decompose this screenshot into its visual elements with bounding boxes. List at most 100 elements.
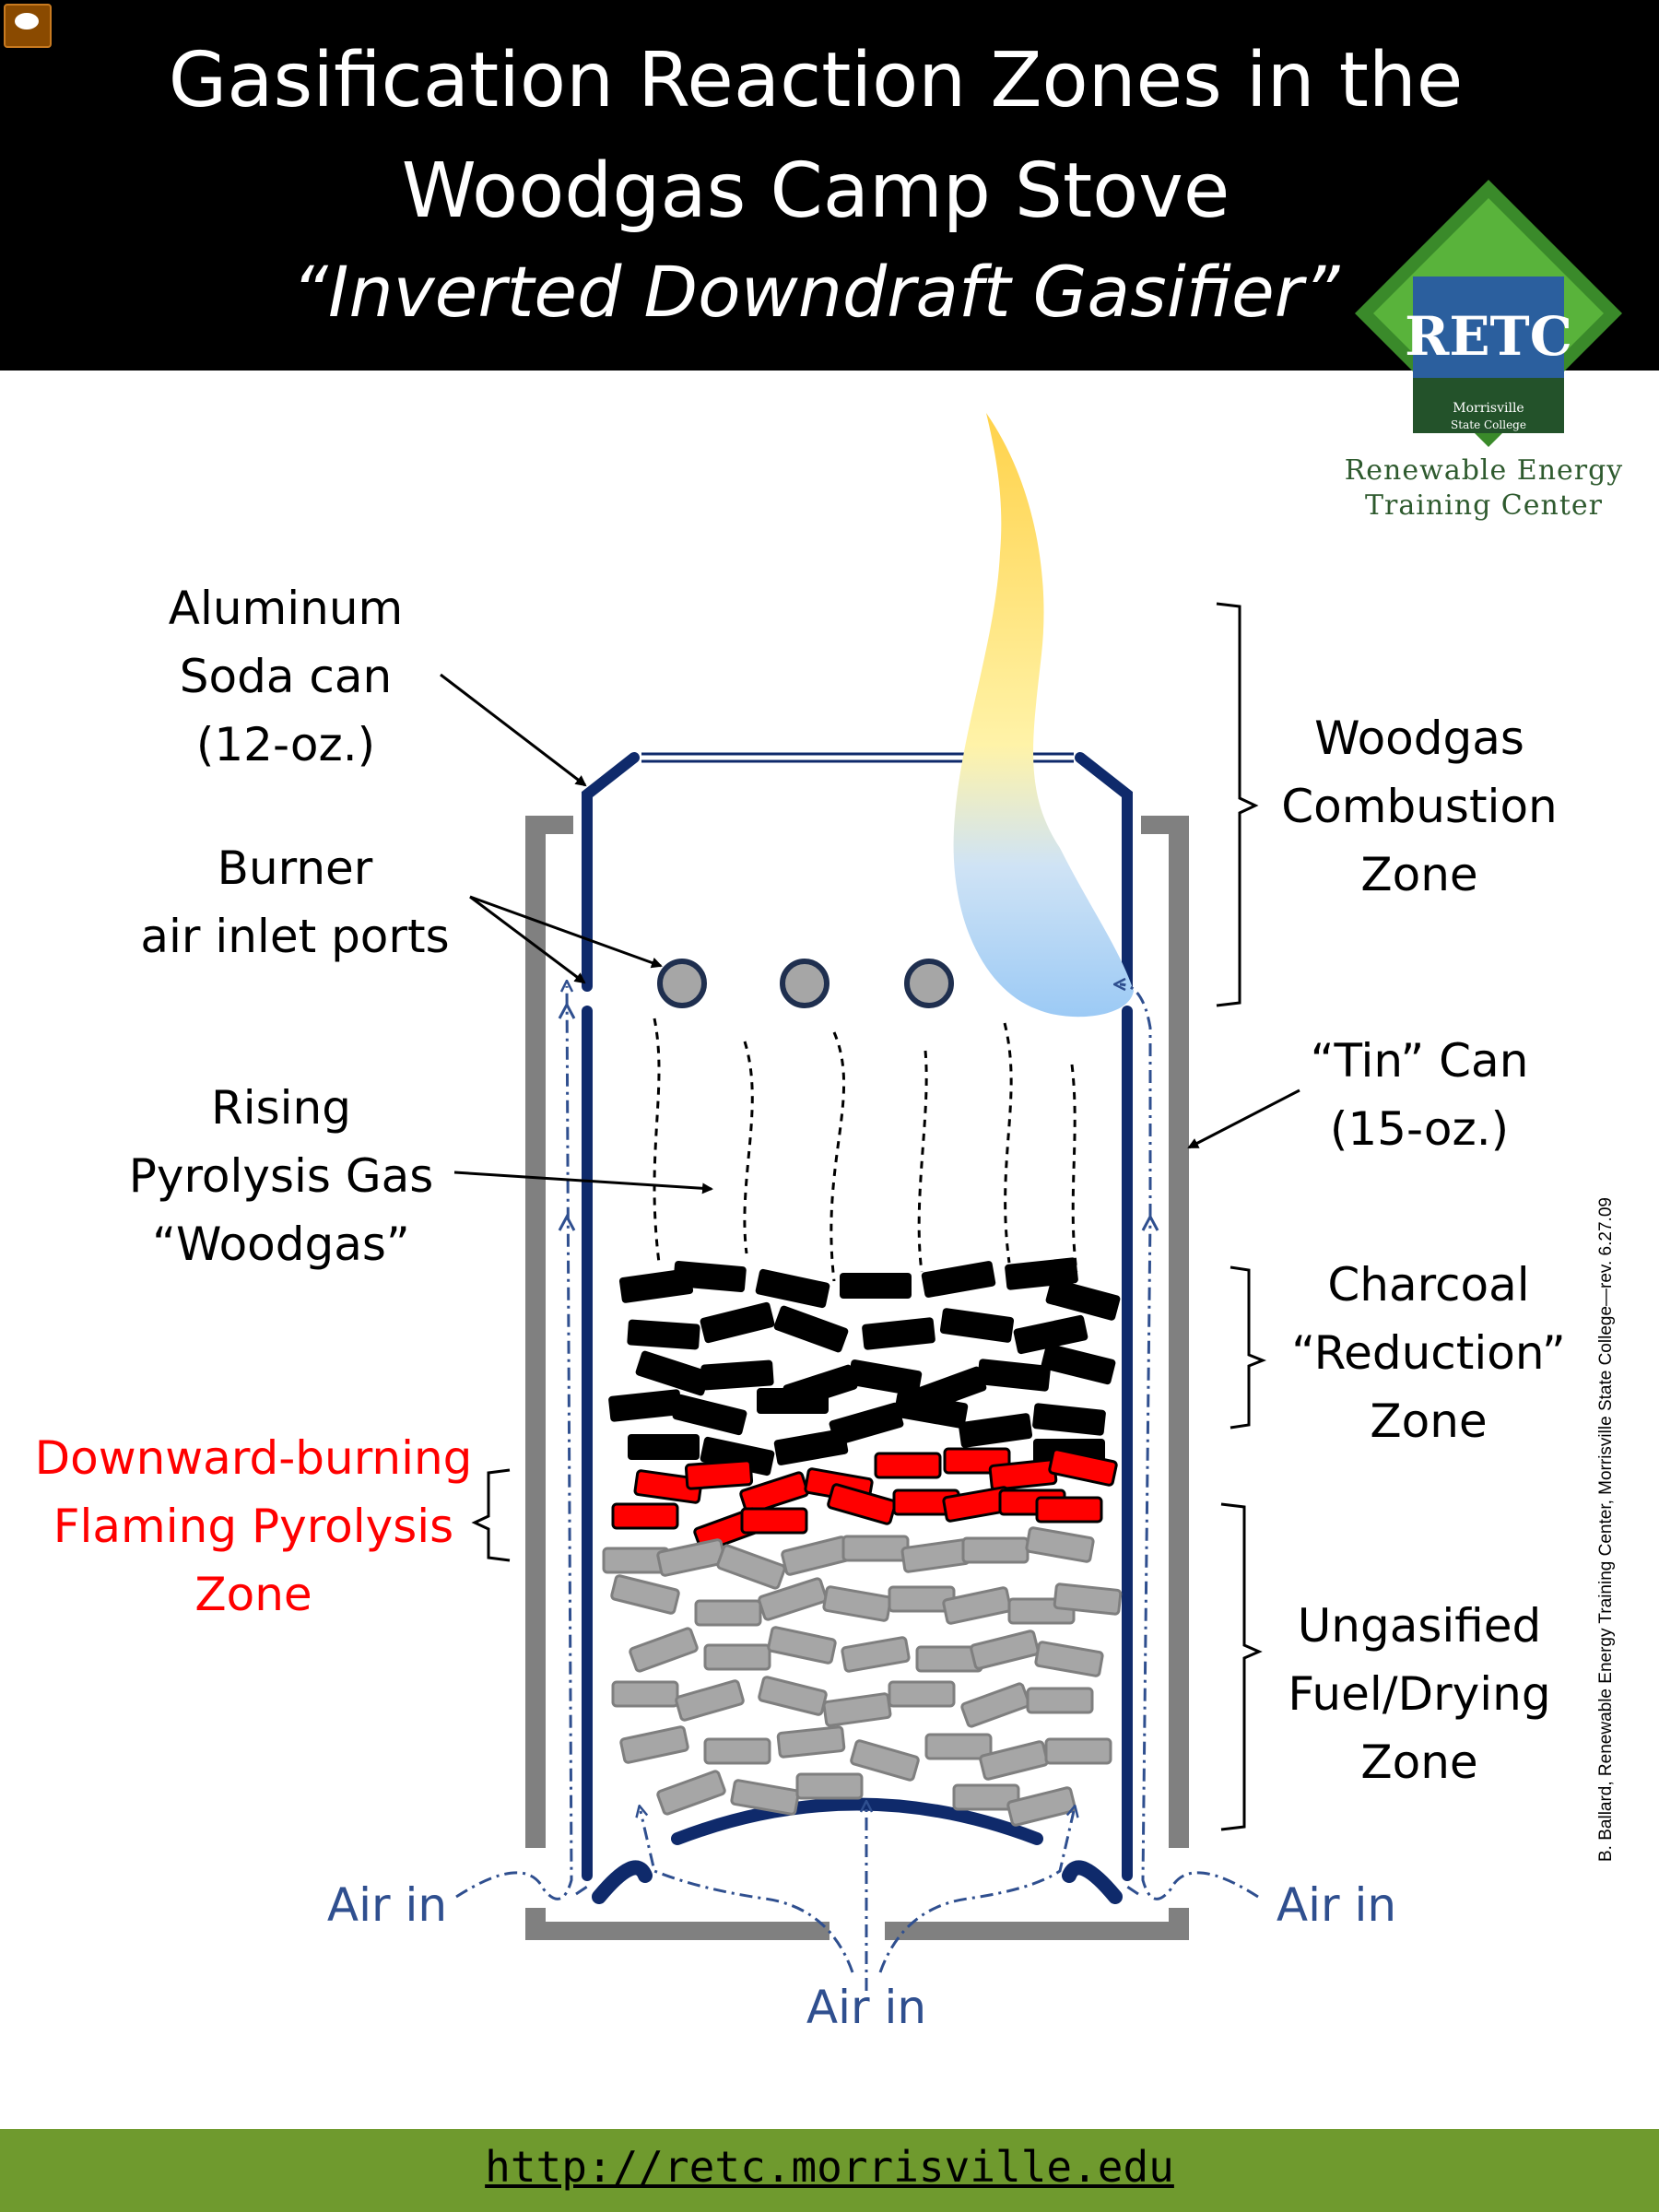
page-title-line2: Woodgas Camp Stove — [401, 147, 1230, 235]
charcoal-pieces — [608, 1257, 1121, 1477]
charcoal-piece — [1045, 1278, 1121, 1321]
label-soda-can-line3: (12-oz.) — [195, 718, 376, 771]
label-burner-ports: Burner air inlet ports — [134, 834, 456, 971]
retc-logo: RETC Morrisville State College — [1355, 180, 1622, 447]
flaming-fuel-piece — [1048, 1448, 1118, 1487]
unburned-fuel-piece — [619, 1725, 689, 1764]
charcoal-piece — [829, 1402, 904, 1446]
footer-url-link[interactable]: http://retc.morrisville.edu — [485, 2142, 1174, 2192]
charcoal-piece — [847, 1359, 923, 1396]
unburned-fuel-piece — [656, 1538, 726, 1577]
charcoal-piece — [608, 1389, 682, 1422]
unburned-fuel-piece — [758, 1676, 828, 1716]
unburned-fuel-piece — [611, 1680, 679, 1708]
charcoal-piece — [635, 1350, 711, 1396]
charcoal-piece — [862, 1317, 935, 1350]
unburned-fuel-piece — [767, 1626, 837, 1665]
label-tin-can-line2: (15-oz.) — [1329, 1102, 1510, 1156]
unburned-fuel-piece — [822, 1585, 892, 1622]
charcoal-piece — [628, 1434, 700, 1460]
label-charcoal-zone-line3: Zone — [1370, 1394, 1488, 1448]
label-combustion-zone: Woodgas Combustion Zone — [1267, 704, 1571, 909]
label-fuel-zone-line1: Ungasified — [1297, 1599, 1542, 1653]
charcoal-piece — [977, 1359, 1051, 1392]
unburned-fuel-piece — [703, 1737, 771, 1765]
label-charcoal-zone-line2: “Reduction” — [1291, 1326, 1566, 1380]
logo-org-line2: Training Center — [1365, 489, 1603, 522]
flaming-fuel-pieces — [611, 1447, 1118, 1553]
unburned-fuel-piece — [1025, 1526, 1095, 1563]
credit-note: B. Ballard, Renewable Energy Training Ce… — [1596, 1197, 1616, 1862]
header-banner: Gasification Reaction Zones in the Woodg… — [0, 0, 1659, 371]
unburned-fuel-piece — [656, 1770, 726, 1816]
label-flaming-zone-line1: Downward-burning — [34, 1431, 473, 1485]
charcoal-piece — [672, 1394, 747, 1436]
unburned-fuel-piece — [841, 1636, 911, 1673]
charcoal-piece — [958, 1413, 1033, 1448]
unburned-fuel-piece — [952, 1783, 1020, 1811]
label-flaming-zone: Downward-burning Flaming Pyrolysis Zone — [23, 1424, 484, 1629]
label-soda-can-line2: Soda can — [179, 650, 393, 703]
unburned-fuel-piece — [850, 1739, 920, 1782]
charcoal-piece — [1013, 1314, 1088, 1355]
charcoal-piece — [627, 1319, 700, 1350]
unburned-fuel-piece — [942, 1586, 1012, 1625]
label-flaming-zone-line3: Zone — [194, 1568, 312, 1621]
page-title-line1: Gasification Reaction Zones in the — [168, 37, 1464, 124]
label-soda-can: Aluminum Soda can (12-oz.) — [147, 574, 424, 779]
logo-org-name: Renewable Energy Training Center — [1309, 453, 1659, 524]
label-rising-gas-line1: Rising — [210, 1081, 351, 1135]
label-combustion-zone-line3: Zone — [1360, 848, 1478, 901]
unburned-fuel-piece — [694, 1599, 762, 1627]
rising-gas-lines — [653, 1018, 1078, 1282]
unburned-fuel-piece — [1044, 1737, 1112, 1765]
tin-can — [525, 816, 1189, 1940]
flaming-fuel-piece — [684, 1459, 754, 1490]
label-air-in-right: Air in — [1276, 1878, 1397, 1932]
unburned-fuel-piece — [758, 1577, 828, 1621]
unburned-fuel-piece — [629, 1627, 699, 1673]
page-subtitle: “Inverted Downdraft Gasifier” — [291, 251, 1340, 333]
charcoal-piece — [755, 1268, 830, 1309]
logo-college-line2: State College — [1451, 418, 1526, 431]
label-burner-ports-line2: air inlet ports — [140, 910, 450, 963]
label-charcoal-zone-line1: Charcoal — [1327, 1258, 1530, 1312]
charcoal-piece — [939, 1308, 1015, 1343]
label-air-in-bottom: Air in — [806, 1981, 927, 2034]
charcoal-piece — [700, 1436, 775, 1477]
label-combustion-zone-line2: Combustion — [1281, 780, 1558, 833]
logo-college-line1: Morrisville — [1453, 401, 1524, 416]
leader-arrows — [440, 673, 1300, 1194]
flaming-fuel-piece — [874, 1452, 942, 1479]
unburned-fuel-piece — [776, 1725, 846, 1759]
label-charcoal-zone: Charcoal “Reduction” Zone — [1277, 1251, 1581, 1455]
comment-icon[interactable] — [4, 4, 52, 48]
unburned-fuel-pieces — [602, 1526, 1123, 1827]
label-rising-gas-line2: Pyrolysis Gas — [128, 1149, 434, 1203]
unburned-fuel-piece — [781, 1535, 851, 1576]
label-combustion-zone-line1: Woodgas — [1314, 712, 1524, 765]
charcoal-piece — [773, 1305, 849, 1353]
soda-can — [582, 752, 1133, 1904]
unburned-fuel-piece — [716, 1544, 786, 1590]
flaming-fuel-piece — [1035, 1496, 1103, 1524]
unburned-fuel-piece — [841, 1535, 910, 1562]
label-fuel-zone-line3: Zone — [1360, 1735, 1478, 1789]
unburned-fuel-piece — [960, 1682, 1030, 1728]
unburned-fuel-piece — [924, 1733, 993, 1760]
flaming-fuel-piece — [740, 1507, 808, 1535]
charcoal-piece — [893, 1392, 969, 1429]
footer-bar: http://retc.morrisville.edu — [0, 2129, 1659, 2212]
label-fuel-zone: Ungasified Fuel/Drying Zone — [1267, 1592, 1571, 1796]
unburned-fuel-piece — [1053, 1583, 1123, 1616]
charcoal-piece — [700, 1301, 775, 1344]
charcoal-piece — [673, 1260, 747, 1293]
flame — [953, 413, 1134, 1018]
logo-badge-text: RETC — [1405, 305, 1572, 368]
charcoal-piece — [921, 1261, 996, 1298]
unburned-fuel-piece — [900, 1538, 971, 1573]
flaming-fuel-piece — [988, 1458, 1058, 1491]
charcoal-piece — [757, 1388, 829, 1414]
charcoal-piece — [773, 1429, 849, 1465]
